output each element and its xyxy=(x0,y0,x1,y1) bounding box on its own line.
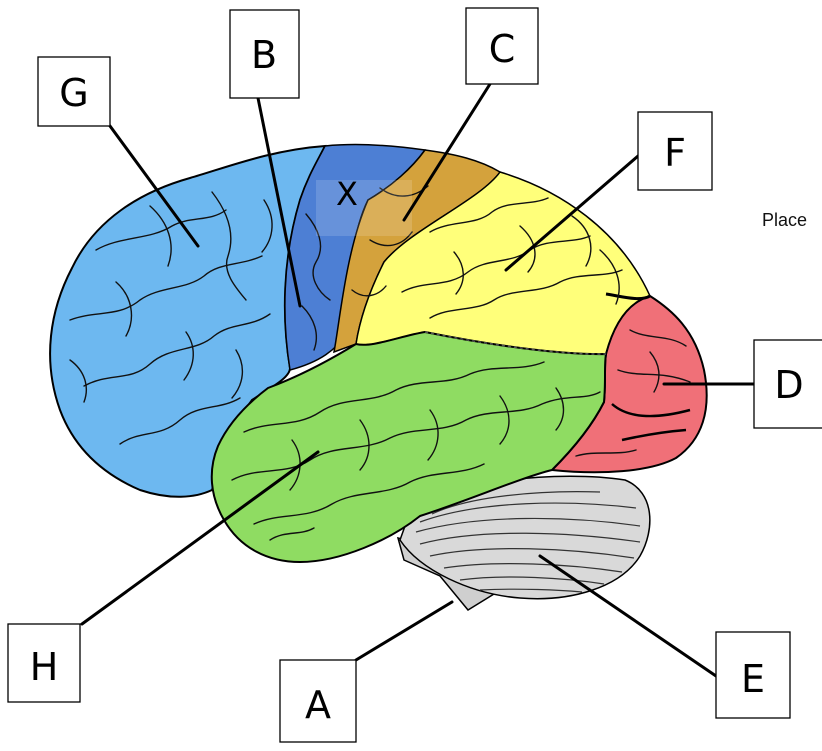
leader-g xyxy=(108,124,200,248)
occipital-fissure-3 xyxy=(621,428,687,442)
label-c: C xyxy=(489,27,516,71)
leader-f xyxy=(504,154,640,272)
label-box-f: F xyxy=(637,111,713,191)
label-d: D xyxy=(774,363,803,407)
label-box-c: C xyxy=(465,7,539,85)
cerebellum-folia xyxy=(415,491,641,593)
label-h: H xyxy=(30,645,59,689)
label-g: G xyxy=(59,71,88,115)
label-box-a: A xyxy=(279,659,357,743)
sulci-detail xyxy=(69,185,691,541)
leader-c xyxy=(402,82,492,222)
label-e: E xyxy=(741,657,765,701)
leader-a xyxy=(354,600,454,662)
leader-e xyxy=(538,554,718,678)
leader-lines xyxy=(80,82,756,678)
label-box-g: G xyxy=(37,56,111,127)
label-box-h: H xyxy=(7,623,81,703)
label-x: X xyxy=(336,175,358,213)
occipital-fissure xyxy=(605,292,651,301)
occipital-fissure-2 xyxy=(611,403,691,418)
side-text: Place xyxy=(762,210,807,230)
label-box-e: E xyxy=(715,631,791,719)
label-box-b: B xyxy=(229,9,300,99)
leader-h xyxy=(80,450,320,626)
leader-b xyxy=(256,96,302,308)
x-region-highlight xyxy=(316,180,412,236)
lobe-boundary xyxy=(424,331,607,355)
label-a: A xyxy=(305,683,331,727)
temporal-lobe xyxy=(210,330,608,564)
label-b: B xyxy=(251,33,277,77)
label-box-d: D xyxy=(753,339,822,429)
label-f: F xyxy=(664,131,686,175)
